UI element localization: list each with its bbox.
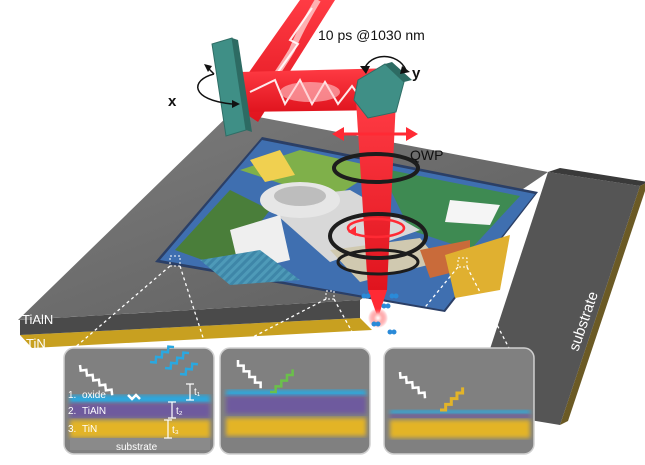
- mirror-y: [353, 62, 412, 119]
- axis-x-label: x: [168, 93, 177, 110]
- rotation-arrow-y: [360, 55, 410, 74]
- qwp-ring: [332, 152, 420, 184]
- sample-markers: [169, 255, 468, 300]
- tin-side-label: TiN: [26, 336, 46, 351]
- layer-1-num: 1.: [68, 390, 76, 401]
- thickness-t1: t₁: [194, 387, 201, 398]
- inset-layer-stack: 1. oxide 2. TiAlN 3. TiN t₁ t₂ t₃ substr…: [63, 345, 215, 455]
- inset-reflection-yellow: [383, 347, 535, 455]
- mirror-x: [211, 37, 252, 137]
- layer-2-name: TiAlN: [82, 406, 106, 417]
- layer-1-name: oxide: [82, 390, 106, 401]
- layer-3-num: 3.: [68, 424, 76, 435]
- tialn-side-label: TiAlN: [22, 312, 53, 327]
- inset-substrate-label: substrate: [116, 442, 158, 453]
- focus-lens-ring: [328, 212, 428, 276]
- layer-3-name: TiN: [82, 424, 97, 435]
- o2-label: O₂: [392, 309, 408, 325]
- thickness-markers: [164, 383, 194, 439]
- thickness-t3: t₃: [172, 425, 179, 436]
- inset-guide-lines: [71, 265, 511, 351]
- oxygen-molecules: [361, 293, 399, 335]
- inset-reflection-green: [219, 347, 371, 455]
- qwp-label: QWP: [410, 147, 443, 163]
- thickness-t2: t₂: [176, 406, 183, 417]
- pulse-label: 10 ps @1030 nm: [318, 27, 425, 43]
- layer-2-num: 2.: [68, 406, 76, 417]
- polarization-arrow: [332, 127, 418, 141]
- rotation-arrow-x: [197, 64, 240, 108]
- axis-y-label: y: [412, 65, 421, 82]
